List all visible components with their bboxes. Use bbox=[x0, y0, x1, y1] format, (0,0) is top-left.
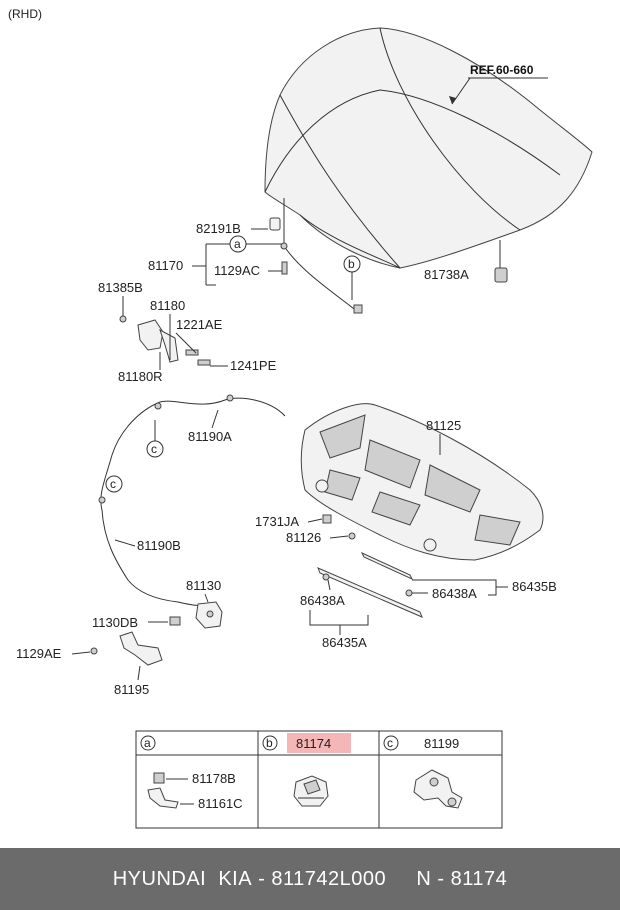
release-handle-assembly bbox=[119, 296, 211, 366]
safety-hook-81195 bbox=[90, 631, 163, 666]
legend-c-circle bbox=[383, 735, 399, 751]
legend-b-circle bbox=[262, 735, 278, 751]
label-86435B: 86435B bbox=[512, 579, 557, 594]
reference-label: REF.60-660 bbox=[470, 63, 534, 77]
label-81190A: 81190A bbox=[188, 429, 232, 444]
hood-latch-81130 bbox=[169, 601, 223, 629]
footer-bar: HYUNDAI KIA - 811742L000 N - 81174 bbox=[0, 848, 620, 910]
callout-c-circle-lower bbox=[105, 475, 123, 493]
legend-b-title: 81174 bbox=[296, 736, 331, 751]
label-1731JA: 1731JA bbox=[255, 514, 299, 529]
footer-brand: HYUNDAI KIA bbox=[112, 867, 253, 890]
hood-stay-rod bbox=[269, 198, 363, 314]
footer-ref-number: N - 81174 bbox=[416, 867, 508, 890]
label-81385B: 81385B bbox=[98, 280, 143, 295]
legend-c-title: 81199 bbox=[424, 736, 459, 751]
legend-b-key: b bbox=[266, 736, 273, 750]
legend-a-key: a bbox=[144, 736, 151, 750]
hood-panel bbox=[264, 27, 593, 269]
legend-b-highlight bbox=[287, 733, 351, 753]
label-81170: 81170 bbox=[148, 258, 183, 273]
footer-sep-1: - bbox=[252, 867, 272, 890]
label-1241PE: 1241PE bbox=[230, 358, 277, 373]
label-81180R: 81180R bbox=[118, 369, 163, 384]
label-81125: 81125 bbox=[426, 418, 461, 433]
label-81126: 81126 bbox=[286, 530, 321, 545]
footer-part-number: 811742L000 bbox=[271, 867, 387, 890]
label-81190B: 81190B bbox=[137, 538, 181, 553]
legend-a-item-2: 81161C bbox=[198, 796, 243, 811]
label-81195: 81195 bbox=[114, 682, 149, 697]
label-81180: 81180 bbox=[150, 298, 185, 313]
label-81130: 81130 bbox=[186, 578, 221, 593]
clip-81174-drawing bbox=[293, 775, 329, 807]
clip-81178B bbox=[153, 772, 165, 784]
legend-c-key: c bbox=[387, 736, 393, 750]
clip-81126 bbox=[348, 532, 356, 540]
bracket-81161C bbox=[147, 787, 179, 809]
callout-b: b bbox=[348, 257, 355, 271]
callout-c-lower: c bbox=[110, 477, 116, 491]
weatherstrips bbox=[317, 551, 423, 618]
label-1221AE: 1221AE bbox=[176, 317, 223, 332]
release-cable bbox=[98, 394, 286, 607]
clip-81199-drawing bbox=[413, 769, 463, 809]
label-1129AC: 1129AC bbox=[214, 263, 260, 278]
footer-sep-2 bbox=[386, 868, 416, 891]
legend-a-item-1: 81178B bbox=[192, 771, 236, 786]
label-86438A-left: 86438A bbox=[300, 593, 345, 608]
legend-a-circle bbox=[140, 735, 156, 751]
bump-stop-81738A bbox=[494, 240, 508, 283]
rhd-note: (RHD) bbox=[8, 7, 42, 21]
clip-1731JA bbox=[322, 514, 332, 524]
legend-table: a 81178B 81161C b 81174 c 81199 bbox=[135, 730, 503, 829]
parts-diagram: (RHD) REF.60-660 81738A 82191B a 81170 1… bbox=[8, 7, 593, 829]
label-86438A-right: 86438A bbox=[432, 586, 477, 601]
label-86435A: 86435A bbox=[322, 635, 367, 650]
label-1129AE: 1129AE bbox=[16, 646, 62, 661]
label-81738A: 81738A bbox=[424, 267, 469, 282]
label-1130DB: 1130DB bbox=[92, 615, 138, 630]
callout-c-upper: c bbox=[151, 442, 157, 456]
label-82191B: 82191B bbox=[196, 221, 241, 236]
hood-insulator-81125 bbox=[300, 403, 544, 561]
callout-a: a bbox=[234, 237, 241, 251]
